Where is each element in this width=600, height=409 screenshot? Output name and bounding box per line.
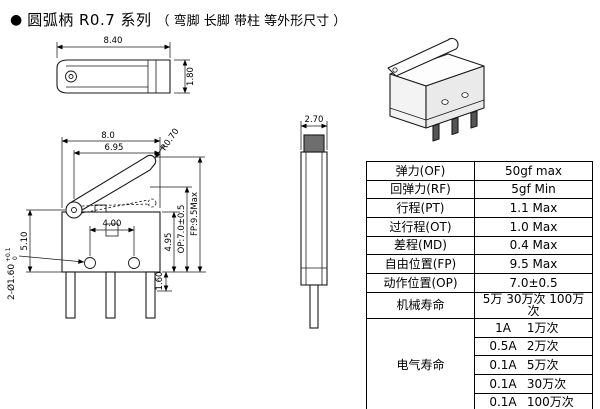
spec-value: 1.1 Max xyxy=(474,198,593,219)
table-row: 过行程(OT) 1.0 Max xyxy=(366,217,593,237)
lever-3d xyxy=(387,37,459,77)
dim-pivot-height: 5.10 xyxy=(20,232,30,251)
mounting-hole xyxy=(128,257,140,269)
dim-hole-pitch: 4.00 xyxy=(103,219,122,229)
table-row: 差程(MD) 0.4 Max xyxy=(366,235,593,256)
cycle-count: 30万次 xyxy=(526,376,567,391)
side-view-dimension-lines xyxy=(18,137,206,292)
spec-label: 自由位置(FP) xyxy=(366,254,475,275)
spec-label: 动作位置(OP) xyxy=(366,273,475,293)
front-terminal-pin xyxy=(309,284,319,329)
table-row: 机械寿命 5万 30万次 100万次 xyxy=(366,291,593,320)
hole-3d xyxy=(461,92,469,98)
spec-value: 0.1A 5万次 xyxy=(474,355,593,376)
terminal-pin xyxy=(145,271,156,319)
cycle-count: 1万次 xyxy=(526,320,559,335)
spec-label: 回弹力(RF) xyxy=(366,179,475,200)
lever-rivet-3d xyxy=(392,67,398,73)
spec-value: 50gf max xyxy=(474,161,593,181)
spec-value: 5万 30万次 100万次 xyxy=(474,291,593,320)
perspective-view xyxy=(387,37,485,142)
spec-label: 行程(PT) xyxy=(366,198,475,219)
pin-3d xyxy=(470,110,478,129)
spec-label: 机械寿命 xyxy=(366,291,475,320)
side-view xyxy=(61,154,161,319)
dim-top-height: 1.80 xyxy=(186,67,196,86)
table-row: 弹力(OF) 50gf max xyxy=(366,161,593,181)
bullet-icon: ● xyxy=(10,11,23,28)
spec-value: 0.1A 100万次 xyxy=(474,392,593,409)
spec-value: 7.0±0.5 xyxy=(474,273,593,293)
front-view-dimension-lines xyxy=(300,121,328,150)
dim-holes-tol-upper: +0.1 xyxy=(5,247,12,262)
series-subtitle: （ 弯脚 长脚 带柱 等外形尺寸 ） xyxy=(156,14,347,29)
dim-terminal: 1.60 xyxy=(155,272,165,291)
spec-label: 弹力(OF) xyxy=(366,161,475,181)
page-title: ● 圆弧柄 R0.7 系列 （ 弯脚 长脚 带柱 等外形尺寸 ） xyxy=(10,9,346,30)
spec-value: 0.5A 2万次 xyxy=(474,336,593,357)
hole-callout: 2-Ø1.60 +0.1 0 xyxy=(5,247,19,300)
dim-top-width: 8.40 xyxy=(104,36,123,46)
mounting-hole xyxy=(84,257,96,269)
table-row: 0.1A 100万次 xyxy=(367,392,593,409)
dim-lever-radius: R0.70 xyxy=(159,127,181,153)
spec-table: 弹力(OF) 50gf max 回弹力(RF) 5gf Min 行程(PT) 1… xyxy=(366,161,593,409)
table-row: 0.1A 30万次 xyxy=(367,374,593,394)
front-body xyxy=(300,151,328,286)
top-view-dimension-lines xyxy=(56,42,190,94)
cycle-count: 100万次 xyxy=(526,395,574,409)
spec-value: 1.0 Max xyxy=(474,217,593,237)
dim-front-width: 2.70 xyxy=(305,115,324,125)
top-view-outline xyxy=(56,59,171,94)
spec-label: 差程(MD) xyxy=(366,235,475,256)
pin-3d xyxy=(432,123,440,142)
current-rating: 1A xyxy=(495,320,511,335)
top-view xyxy=(56,59,171,94)
series-name: 圆弧柄 R0.7 系列 xyxy=(27,11,152,29)
table-row: 回弹力(RF) 5gf Min xyxy=(366,179,593,200)
spec-label: 过行程(OT) xyxy=(366,217,475,237)
table-row: 行程(PT) 1.1 Max xyxy=(366,198,593,219)
lever-pressed-position xyxy=(81,198,157,214)
spec-value: 9.5 Max xyxy=(474,254,593,275)
dim-operating-position: OP:7.0±0.5 xyxy=(177,205,187,254)
dim-holes-tol-lower: 0 xyxy=(12,256,19,260)
spec-value: 5gf Min xyxy=(474,179,593,200)
dim-free-position: FP:9.5Max xyxy=(190,192,200,236)
spec-label-electrical-life: 电气寿命 xyxy=(366,317,475,409)
spec-value: 0.4 Max xyxy=(474,235,593,256)
body-right-face xyxy=(425,65,485,129)
front-lever-edge xyxy=(303,134,325,153)
current-rating: 0.1A xyxy=(489,376,517,391)
hole-3d xyxy=(441,99,449,105)
spec-value: 0.1A 30万次 xyxy=(474,374,593,394)
pin-3d xyxy=(451,116,459,136)
dim-overall-width: 8.0 xyxy=(101,131,115,141)
current-rating: 0.1A xyxy=(489,395,517,409)
terminal-pin xyxy=(105,271,116,319)
cycle-count: 5万次 xyxy=(526,357,559,372)
dim-holes: 2-Ø1.60 xyxy=(6,264,17,300)
dim-body-height: 4.95 xyxy=(164,233,174,252)
cycle-count: 2万次 xyxy=(526,339,559,354)
table-row: 电气寿命 1A 1万次 xyxy=(366,317,593,409)
spec-value: 1A 1万次 xyxy=(474,318,593,338)
lever-arm xyxy=(69,154,157,214)
dim-pivot-to-tip: 6.95 xyxy=(105,143,124,153)
current-rating: 0.1A xyxy=(489,357,517,372)
terminal-pin xyxy=(65,271,76,319)
front-view xyxy=(300,134,328,329)
table-row: 动作位置(OP) 7.0±0.5 xyxy=(366,273,593,293)
table-row: 自由位置(FP) 9.5 Max xyxy=(366,254,593,275)
current-rating: 0.5A xyxy=(489,339,517,354)
